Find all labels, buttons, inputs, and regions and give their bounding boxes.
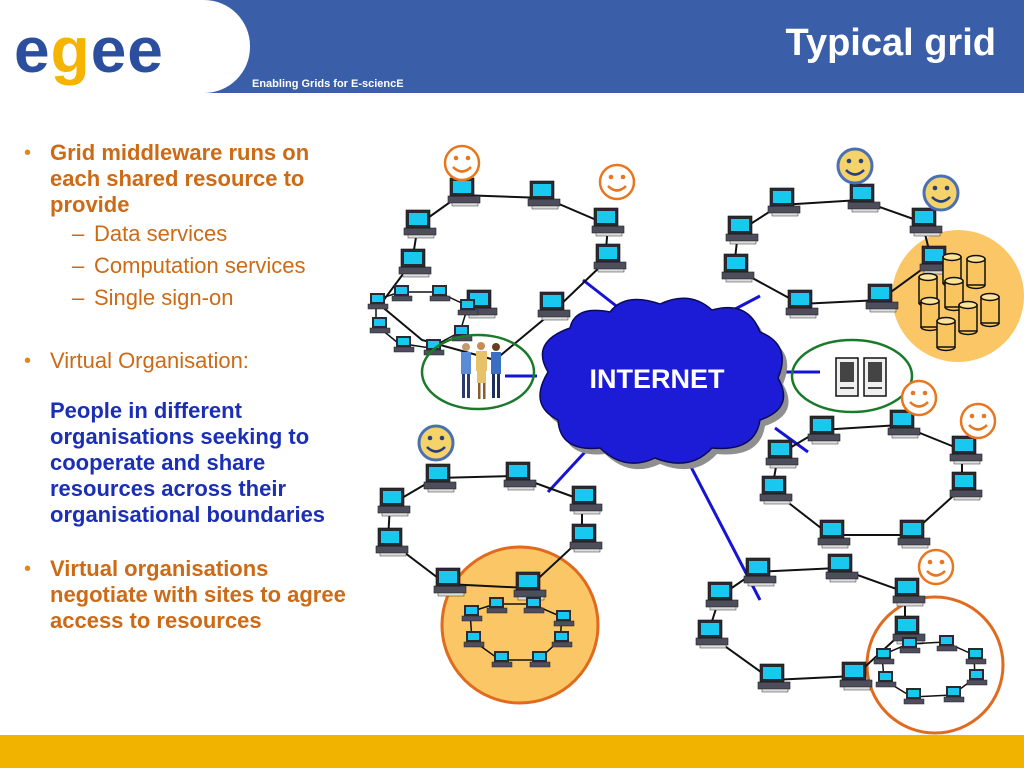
- computer-icon: [767, 187, 801, 217]
- computer-icon: [486, 596, 508, 614]
- computer-icon: [725, 215, 759, 245]
- computer-icon: [593, 243, 627, 273]
- smiley-icon: [917, 548, 955, 586]
- bullet-middleware: •Grid middleware runs on each shared res…: [24, 140, 310, 217]
- slide-title: Typical grid: [785, 22, 996, 64]
- computer-icon: [491, 650, 513, 668]
- vo-site-circle-right: [865, 595, 1005, 735]
- computer-icon: [403, 209, 437, 239]
- network-ring-bottom-right: [695, 553, 926, 693]
- bullet-negotiate: •Virtual organisations negotiate with si…: [24, 556, 346, 633]
- sub-bullet-computation-services: –Computation services: [72, 253, 306, 278]
- smiley-icon: [417, 424, 455, 462]
- vo-site-circle-left: [440, 545, 600, 705]
- computer-icon: [765, 439, 799, 469]
- smiley-icon: [959, 402, 997, 440]
- header-bar: egee Typical grid Enabling Grids for E-s…: [0, 0, 1024, 93]
- computer-icon: [463, 630, 485, 648]
- sub-bullet-single-sign-on: –Single sign-on: [72, 285, 234, 310]
- computer-icon: [537, 291, 571, 321]
- egee-logo: egee: [14, 14, 164, 86]
- computer-icon: [873, 647, 895, 665]
- smiley-icon: [836, 147, 874, 185]
- vo-people-ellipse: [420, 333, 536, 411]
- smiley-icon: [900, 379, 938, 417]
- computer-icon: [551, 630, 573, 648]
- computer-icon: [377, 487, 411, 517]
- computer-icon: [423, 338, 445, 356]
- bullet-list: •Grid middleware runs on each shared res…: [14, 140, 359, 634]
- computer-icon: [695, 619, 729, 649]
- computer-icon: [461, 604, 483, 622]
- logo-area: egee: [0, 0, 250, 93]
- computer-icon: [527, 180, 561, 210]
- vo-definition: People in different organisations seekin…: [50, 398, 326, 527]
- computer-icon: [949, 435, 983, 465]
- footer-bar: [0, 735, 1024, 768]
- tagline: Enabling Grids for E-sciencE: [252, 78, 404, 90]
- computer-icon: [847, 183, 881, 213]
- computer-icon: [457, 298, 479, 316]
- computer-icon: [393, 335, 415, 353]
- computer-icon: [529, 650, 551, 668]
- network-ring-top-right: [721, 183, 953, 319]
- computer-icon: [949, 471, 983, 501]
- computer-icon: [936, 634, 958, 652]
- computer-icon: [965, 647, 987, 665]
- computer-icon: [909, 207, 943, 237]
- computer-icon: [553, 609, 575, 627]
- network-ring-small-top-left: [367, 284, 479, 356]
- bullet-virtual-organisation: •Virtual Organisation:: [24, 348, 249, 373]
- computer-icon: [391, 284, 413, 302]
- computer-icon: [369, 316, 391, 334]
- vo-servers-ellipse: [790, 338, 914, 414]
- people-icon: [461, 342, 501, 399]
- network-ring-bottom-left: [375, 461, 603, 601]
- computer-icon: [721, 253, 755, 283]
- computer-icon: [429, 284, 451, 302]
- internet-label: INTERNET: [590, 364, 726, 394]
- computer-icon: [569, 523, 603, 553]
- computer-icon: [759, 475, 793, 505]
- network-ring-small-bottom-left: [461, 596, 575, 668]
- computer-icon: [523, 596, 545, 614]
- computer-icon: [897, 519, 931, 549]
- smiley-icon: [598, 163, 636, 201]
- computer-icon: [569, 485, 603, 515]
- server-racks-icon: [835, 357, 887, 397]
- computer-icon: [591, 207, 625, 237]
- smiley-icon: [922, 174, 960, 212]
- smiley-icon: [443, 144, 481, 182]
- computer-icon: [943, 685, 965, 703]
- computer-icon: [398, 248, 432, 278]
- computer-icon: [875, 670, 897, 688]
- network-ring-small-bottom-right: [873, 634, 988, 705]
- sub-bullet-data-services: –Data services: [72, 221, 228, 246]
- computer-icon: [825, 553, 859, 583]
- network-ring-middle-right: [759, 409, 983, 549]
- computer-icon: [367, 292, 389, 310]
- internet-cloud: INTERNET: [539, 297, 789, 470]
- computer-icon: [503, 461, 537, 491]
- computer-icon: [375, 527, 409, 557]
- computer-icon: [899, 636, 921, 654]
- computer-icon: [757, 663, 791, 693]
- computer-icon: [903, 687, 925, 705]
- computer-icon: [447, 177, 481, 207]
- computer-icon: [966, 668, 988, 686]
- computer-icon: [892, 577, 926, 607]
